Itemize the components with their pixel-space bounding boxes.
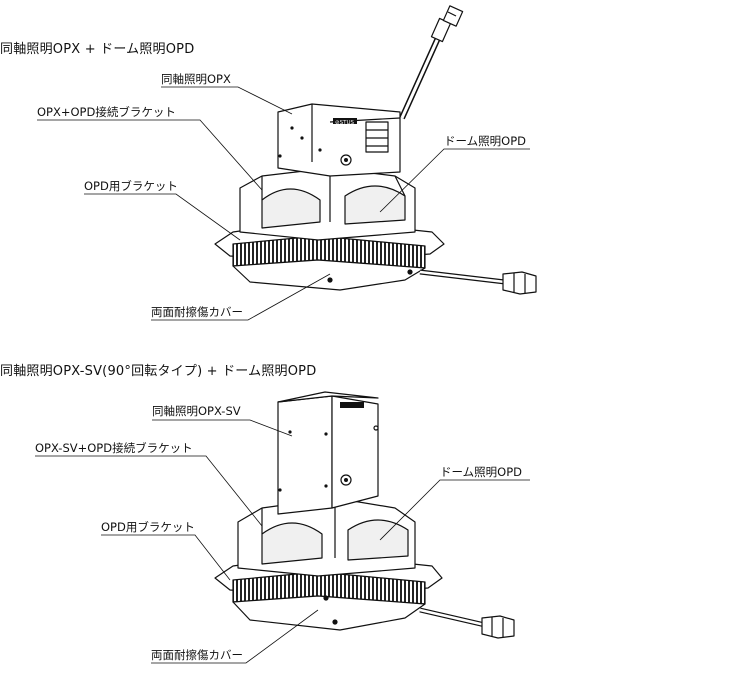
label-opd-bracket-2: OPD用ブラケット bbox=[101, 520, 195, 534]
cable-upper bbox=[399, 5, 464, 120]
leader-dome bbox=[379, 148, 530, 213]
leaders-2 bbox=[35, 419, 530, 664]
label-cover-2: 両面耐擦傷カバー bbox=[151, 648, 243, 662]
logo-mark: ⊘STUS bbox=[335, 120, 354, 126]
label-bracket-joint: OPX+OPD接続ブラケット bbox=[37, 105, 176, 119]
label-opx-sv: 同軸照明OPX-SV bbox=[152, 404, 241, 418]
leader-dome-2 bbox=[379, 479, 530, 541]
label-dome-2: ドーム照明OPD bbox=[440, 465, 522, 479]
label-opx: 同軸照明OPX bbox=[161, 72, 231, 86]
cover-2 bbox=[232, 595, 426, 631]
assembly-1: ⊘STUS bbox=[214, 5, 537, 295]
leader-opd-bracket-2 bbox=[101, 534, 231, 581]
label-dome: ドーム照明OPD bbox=[444, 134, 526, 148]
label-cover: 両面耐擦傷カバー bbox=[151, 305, 243, 319]
leader-opd-bracket bbox=[84, 193, 241, 241]
leader-bracket-joint-sv bbox=[35, 455, 263, 527]
leaders-1 bbox=[37, 86, 530, 321]
opx-sv-side bbox=[331, 395, 379, 509]
leader-bracket-joint bbox=[37, 119, 263, 191]
section1-title: 同軸照明OPX + ドーム照明OPD bbox=[0, 42, 195, 57]
leader-cover-2 bbox=[151, 609, 319, 664]
section2-title: 同軸照明OPX-SV(90°回転タイプ) + ドーム照明OPD bbox=[0, 364, 317, 379]
leader-cover bbox=[151, 273, 331, 321]
opx-sv-front bbox=[277, 395, 333, 515]
assembly-2 bbox=[214, 391, 515, 639]
leader-opx bbox=[161, 86, 293, 115]
label-bracket-joint-sv: OPX-SV+OPD接続ブラケット bbox=[35, 441, 193, 455]
label-opd-bracket: OPD用ブラケット bbox=[84, 179, 178, 193]
leader-opx-sv bbox=[152, 419, 293, 437]
